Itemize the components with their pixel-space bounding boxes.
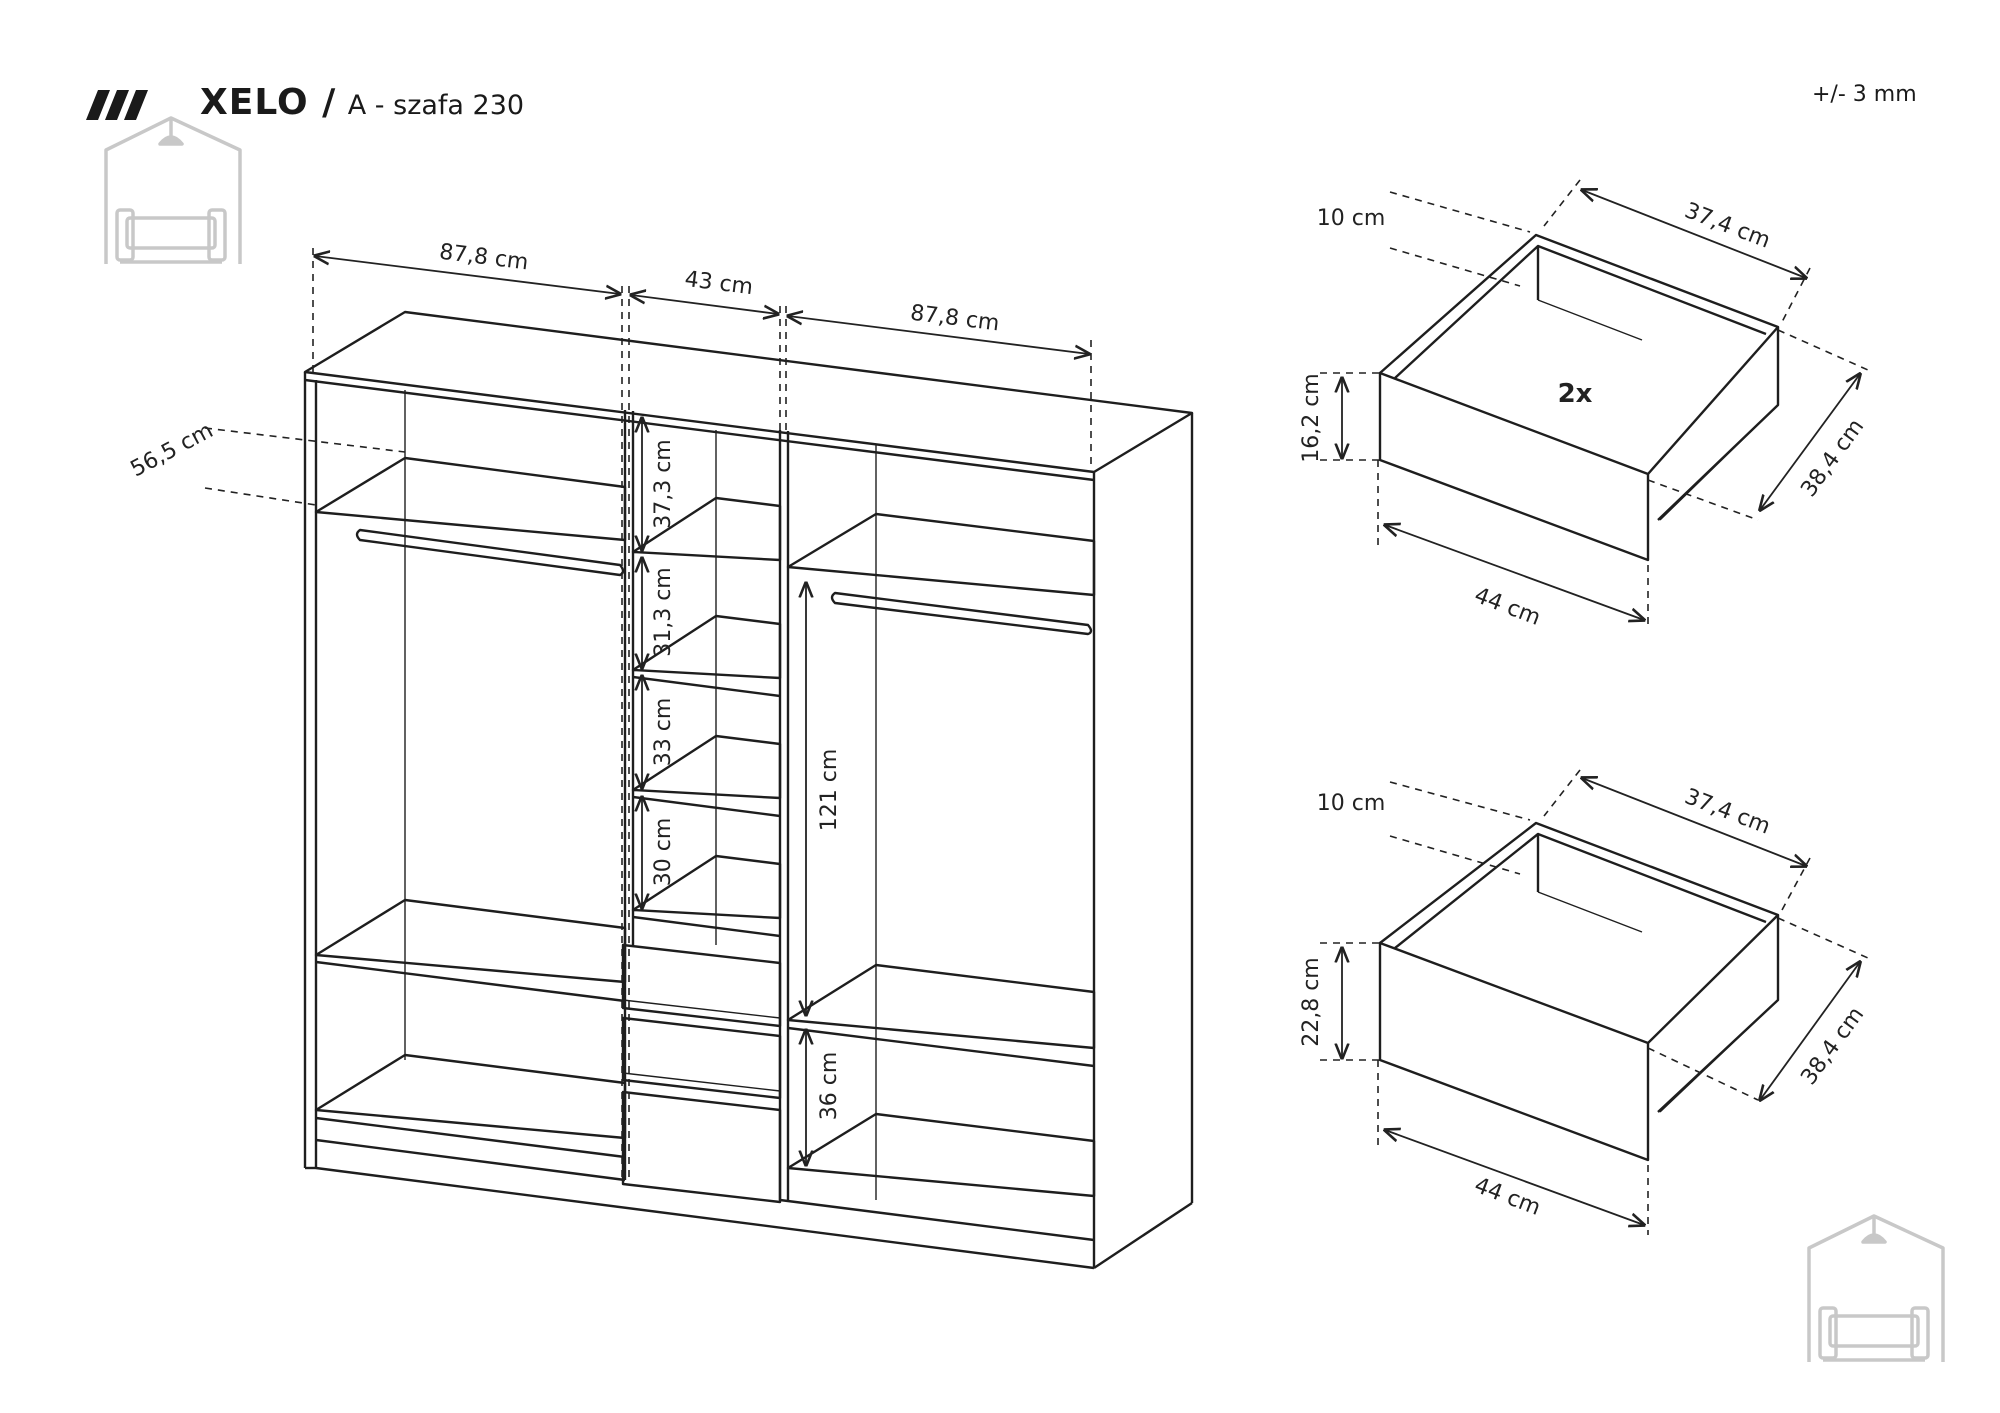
width-left-label: 87,8 cm [438, 240, 530, 276]
left-top-shelf [314, 456, 627, 542]
bottom-compartment-label: 36 cm [817, 1052, 842, 1121]
right-hanging-rail [830, 591, 1093, 636]
drawer-small-width-arrow [1385, 525, 1644, 620]
drawer-large-depth-arrow [1760, 962, 1860, 1100]
width-left-arrow [315, 256, 620, 294]
house-sofa-logo-icon [104, 116, 242, 264]
drawer-small-width: 44 cm [1471, 583, 1544, 631]
drawer-small-drawing: 2x 10 cm 37,4 cm 38,4 cm 16,2 cm 44 cm [1299, 179, 1869, 631]
drawer-small-front-thickness: 10 cm [1317, 206, 1386, 231]
left-hanging-rail [355, 528, 625, 577]
drawer-large-width: 44 cm [1471, 1173, 1544, 1221]
shelf-1-label: 37,3 cm [651, 439, 676, 529]
drawer-small-inner-width-arrow [1582, 190, 1806, 278]
slash-mark-icon [86, 90, 148, 120]
drawer-small-depth-arrow [1760, 374, 1860, 510]
wardrobe-drawing: 87,8 cm 43 cm 87,8 cm 56,5 cm 37,3 cm 31… [127, 240, 1194, 1270]
drawer-large-drawing: 10 cm 37,4 cm 38,4 cm 22,8 cm 44 cm [1299, 769, 1869, 1235]
middle-drawer-1 [621, 943, 782, 1028]
left-middle-shelf [314, 898, 627, 984]
shelf-2-label: 31,3 cm [651, 567, 676, 657]
drawer-large-front [1378, 941, 1650, 1162]
wardrobe-top [303, 310, 1194, 474]
width-right-label: 87,8 cm [909, 301, 1001, 337]
shelf-3-label: 33 cm [651, 698, 676, 767]
right-middle-shelf [786, 963, 1096, 1050]
left-bottom-shelf [314, 1053, 627, 1140]
width-middle-arrow [631, 295, 778, 314]
drawer-large-depth: 38,4 cm [1796, 1003, 1869, 1090]
house-sofa-logo-icon [1807, 1214, 1945, 1362]
middle-drawer-3 [621, 1090, 782, 1204]
drawer-large-front-thickness: 10 cm [1317, 791, 1386, 816]
drawer-large-inner-width-arrow [1582, 778, 1806, 866]
drawer-small-depth: 38,4 cm [1796, 415, 1869, 502]
middle-shelf-1 [631, 496, 782, 562]
product-subtitle: A - szafa 230 [347, 90, 525, 121]
drawer-small-inner-width: 37,4 cm [1681, 198, 1774, 253]
plinth [315, 1166, 1095, 1270]
drawer-small-front [1378, 371, 1650, 562]
tolerance-note: +/- 3 mm [1812, 82, 1917, 107]
hanging-height-label: 121 cm [817, 749, 842, 832]
drawer-large-width-arrow [1385, 1130, 1644, 1225]
right-bottom-shelf [786, 1112, 1096, 1198]
title-block: XELO / A - szafa 230 [200, 82, 524, 123]
drawer-count-label: 2x [1558, 379, 1593, 409]
drawer-small-height: 16,2 cm [1299, 373, 1324, 463]
shelf-4-label: 30 cm [651, 818, 676, 887]
depth-label: 56,5 cm [127, 418, 218, 482]
right-top-shelf [786, 512, 1096, 597]
drawer-large-inner-width: 37,4 cm [1681, 784, 1774, 839]
middle-drawer-2 [621, 1016, 782, 1100]
product-brand: XELO / [200, 82, 337, 123]
width-right-arrow [788, 316, 1089, 354]
width-middle-label: 43 cm [683, 267, 754, 300]
drawer-large-height: 22,8 cm [1299, 957, 1324, 1047]
